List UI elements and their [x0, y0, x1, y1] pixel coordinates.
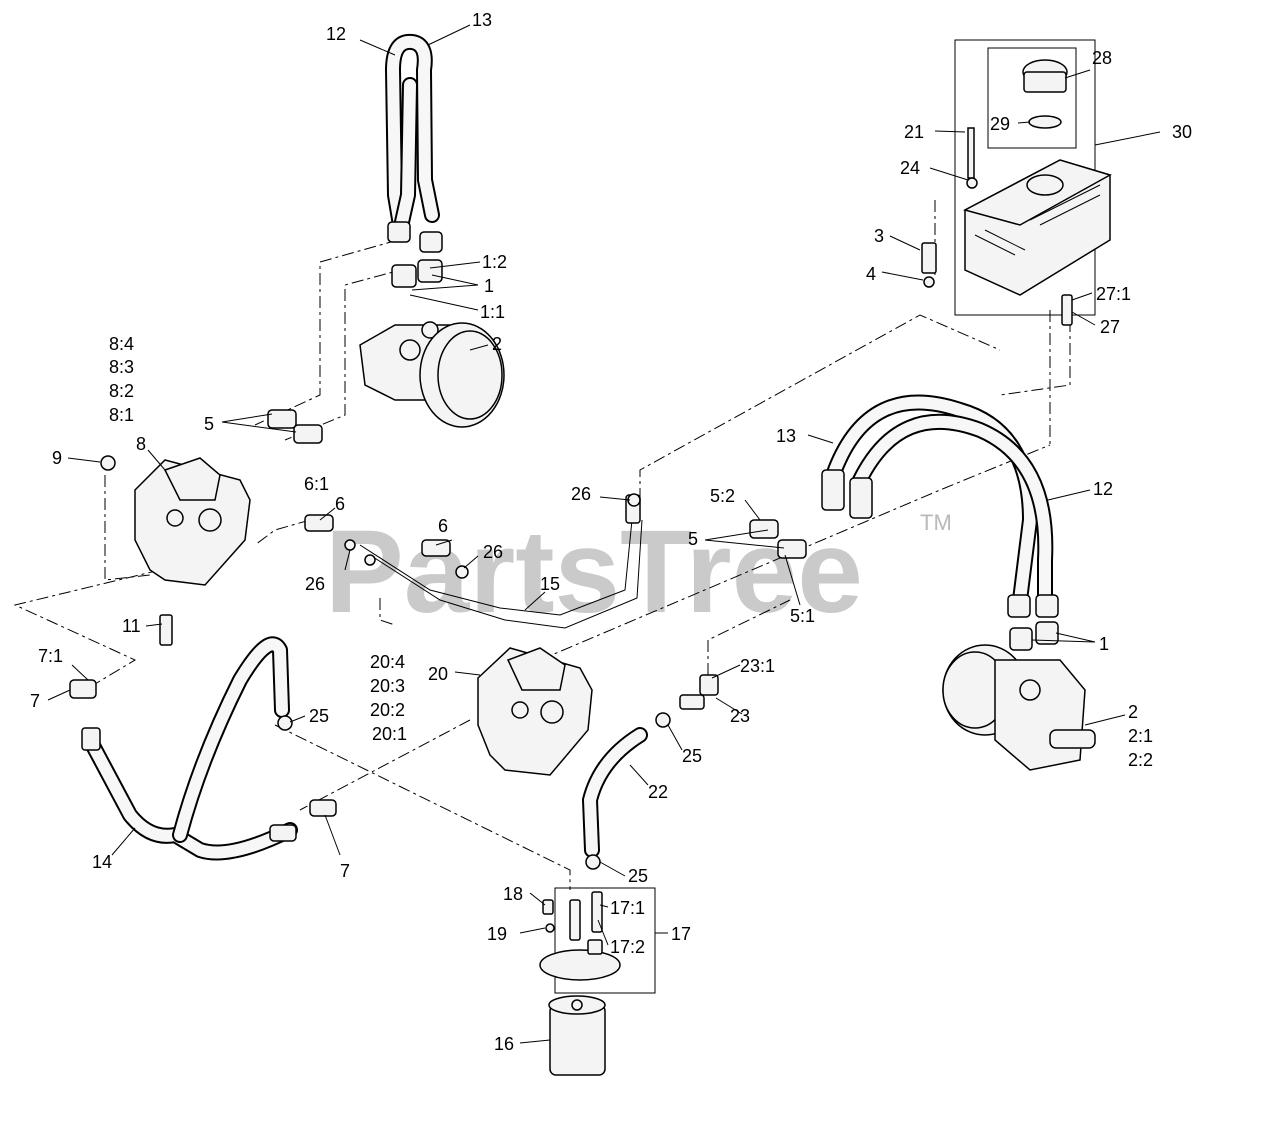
callout-17: 17: [671, 924, 691, 944]
callout-20: 20: [428, 664, 448, 684]
callout-20-1: 20:1: [372, 724, 407, 744]
hose-pair-top: [385, 33, 443, 253]
callout-12-top: 12: [326, 24, 346, 44]
oil-filter-assembly: [539, 887, 656, 1076]
callout-6-left: 6: [335, 494, 345, 514]
callout-20-4: 20:4: [370, 652, 405, 672]
callout-6-1: 6:1: [304, 474, 329, 494]
callout-19: 19: [487, 924, 507, 944]
hydraulic-motor-top: [359, 259, 505, 428]
callout-3: 3: [874, 226, 884, 246]
callout-25-center: 25: [682, 746, 702, 766]
hydraulic-pump-center: [477, 647, 593, 776]
callout-20-3: 20:3: [370, 676, 405, 696]
hydraulic-reservoir: [921, 39, 1112, 326]
callout-8-2: 8:2: [109, 381, 134, 401]
callout-20-2: 20:2: [370, 700, 405, 720]
callout-23: 23: [730, 706, 750, 726]
callout-13-top: 13: [472, 10, 492, 30]
suction-hose-14: [69, 636, 337, 861]
callout-1-2: 1:2: [482, 252, 507, 272]
callout-2-right: 2: [1128, 702, 1138, 722]
callout-5-2: 5:2: [710, 486, 735, 506]
watermark-trademark: TM: [920, 510, 952, 535]
callout-26-center: 26: [483, 542, 503, 562]
callout-11: 11: [122, 616, 141, 636]
watermark-text: PartsTree: [325, 506, 863, 638]
callout-15: 15: [540, 574, 560, 594]
callout-30: 30: [1172, 122, 1192, 142]
callout-25-left: 25: [309, 706, 329, 726]
hydraulic-pump-left: [100, 409, 323, 646]
callout-5-1: 5:1: [790, 606, 815, 626]
callout-1-right: 1: [1099, 634, 1109, 654]
callout-13-right: 13: [776, 426, 796, 446]
callout-5-right: 5: [688, 529, 698, 549]
callout-7-left: 7: [30, 691, 40, 711]
callout-8-3: 8:3: [109, 357, 134, 377]
callout-26-right: 26: [571, 484, 591, 504]
callout-8-4: 8:4: [109, 334, 134, 354]
callout-1-1: 1:1: [480, 302, 505, 322]
callout-28: 28: [1092, 48, 1112, 68]
callout-7-bottom: 7: [340, 861, 350, 881]
callout-24: 24: [900, 158, 920, 178]
callout-21: 21: [904, 122, 924, 142]
callout-2-2: 2:2: [1128, 750, 1153, 770]
callout-labels: 12 13 1:2 1 1:1 2 8:4 8:3 8:2 8:1 5 9 8 …: [30, 10, 1192, 1054]
callout-7-1: 7:1: [38, 646, 63, 666]
callout-12-right: 12: [1093, 479, 1113, 499]
callout-4: 4: [866, 264, 876, 284]
callout-14: 14: [92, 852, 112, 872]
callout-26-left: 26: [305, 574, 325, 594]
callout-2-1: 2:1: [1128, 726, 1153, 746]
callout-9: 9: [52, 448, 62, 468]
callout-27: 27: [1100, 317, 1120, 337]
leader-lines: [47, 24, 1161, 1044]
callout-17-1: 17:1: [610, 898, 645, 918]
callout-8: 8: [136, 434, 146, 454]
callout-2-top: 2: [492, 334, 502, 354]
callout-23-1: 23:1: [740, 656, 775, 676]
hose-pair-right: [749, 394, 1059, 651]
callout-1-top: 1: [484, 276, 494, 296]
callout-25-bottom: 25: [628, 866, 648, 886]
callout-29: 29: [990, 114, 1010, 134]
hose-22: [582, 674, 719, 870]
callout-6-center: 6: [438, 516, 448, 536]
callout-18: 18: [503, 884, 523, 904]
callout-17-2: 17:2: [610, 937, 645, 957]
callout-27-1: 27:1: [1096, 284, 1131, 304]
callout-5-left: 5: [204, 414, 214, 434]
tube-15: [304, 494, 643, 629]
assembly-lines: [13, 200, 1071, 890]
callout-8-1: 8:1: [109, 405, 134, 425]
hydraulic-motor-right: [942, 644, 1096, 771]
callout-22: 22: [648, 782, 668, 802]
callout-16: 16: [494, 1034, 514, 1054]
